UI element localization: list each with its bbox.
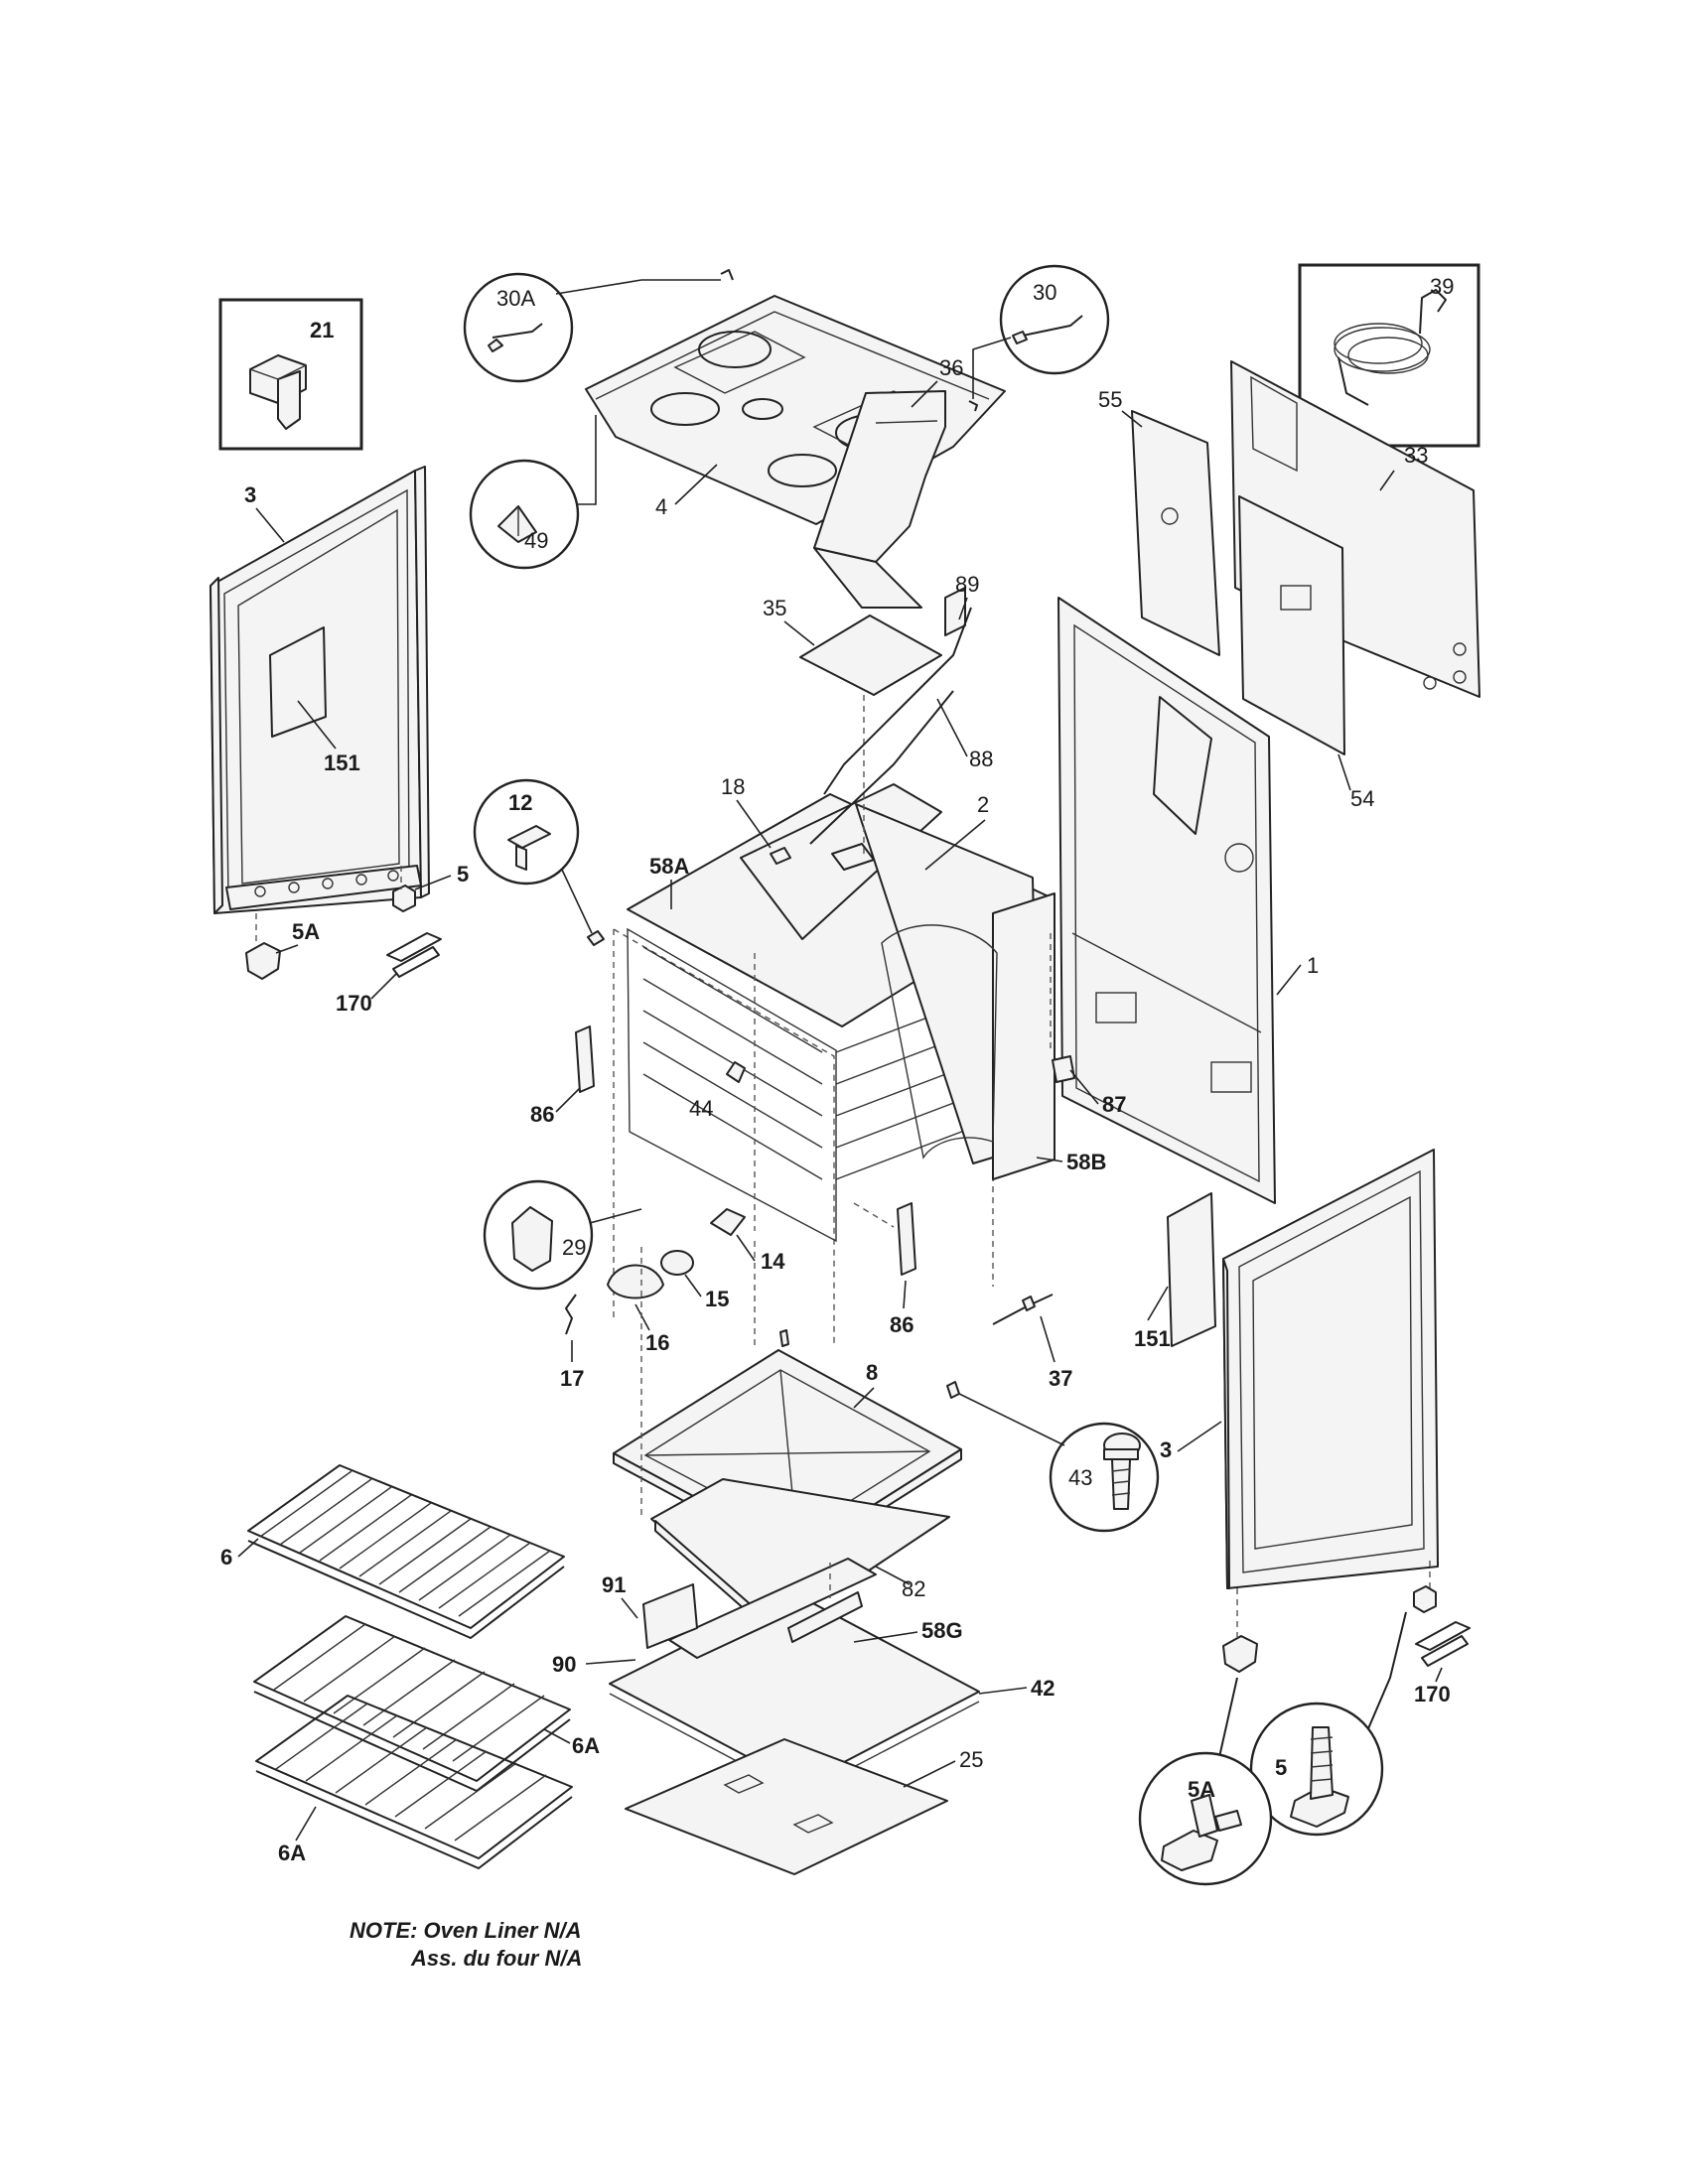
label-5A-callout: 5A [1188,1777,1215,1802]
label-151-right: 151 [1134,1326,1171,1351]
label-25: 25 [959,1747,983,1772]
label-1: 1 [1307,953,1319,978]
part-oven-rack-6: 6 [220,1464,565,1639]
note-block: NOTE: Oven Liner N/A Ass. du four N/A [350,1918,582,1971]
label-4: 4 [655,494,667,519]
label-18: 18 [721,774,745,799]
part-cover-25: 25 [625,1738,983,1875]
label-3-left: 3 [244,482,256,507]
label-33: 33 [1404,443,1428,468]
label-30A: 30A [496,286,535,311]
callout-5: 5 [1249,1702,1384,1837]
callout-43: 43 [946,1381,1160,1533]
part-hinge-right-set: 170 [1218,1585,1471,1758]
label-39: 39 [1430,274,1454,299]
label-30: 30 [1033,280,1056,305]
part-oven-body-58A: 58A 18 2 58B 44 [613,690,1106,1346]
part-box-21: 21 [218,298,363,451]
label-17: 17 [560,1366,584,1391]
callout-30A: 30A [463,269,734,383]
label-6A-bottom: 6A [278,1841,306,1865]
part-lamp-set: 14 15 16 17 [560,1208,785,1391]
part-oven-door-left-3: 3 151 [210,466,430,914]
label-54: 54 [1350,786,1374,811]
label-151-left: 151 [324,751,360,775]
label-58A: 58A [649,854,689,879]
label-2: 2 [977,792,989,817]
label-82: 82 [902,1576,925,1601]
label-42: 42 [1031,1676,1055,1701]
label-55: 55 [1098,387,1122,412]
label-58G: 58G [921,1618,963,1643]
label-12: 12 [508,790,532,815]
label-87: 87 [1102,1092,1126,1117]
label-91: 91 [602,1572,626,1597]
label-58B: 58B [1066,1150,1106,1174]
label-15: 15 [705,1287,729,1311]
label-21: 21 [310,318,334,342]
label-170-right: 170 [1414,1682,1451,1706]
label-170-left: 170 [336,991,372,1016]
label-8: 8 [866,1360,878,1385]
label-43: 43 [1068,1465,1092,1490]
label-3-right: 3 [1160,1437,1172,1462]
callout-29: 29 [483,1179,642,1291]
label-16: 16 [645,1330,669,1355]
callout-49: 49 [469,415,597,570]
label-5-left: 5 [457,862,469,887]
label-90: 90 [552,1652,576,1677]
label-89: 89 [955,572,979,597]
part-oven-rack-6A-top: 6A [253,1615,600,1792]
part-pan-42: 91 90 58G 42 [552,1558,1055,1796]
part-wire-37: 37 [992,1294,1072,1391]
note-line-1: NOTE: Oven Liner N/A [350,1918,581,1943]
label-86-left: 86 [530,1102,554,1127]
label-88: 88 [969,747,993,771]
callout-12: 12 [473,778,605,946]
label-49: 49 [524,528,548,553]
part-shield-54: 54 [1238,495,1374,811]
part-oven-door-right-3: 151 3 [1134,1149,1439,1589]
label-6: 6 [220,1545,232,1570]
part-shield-55: 55 [1098,387,1220,656]
note-line-2: Ass. du four N/A [410,1946,582,1971]
part-back-panel-1: 1 87 [1052,597,1319,1204]
label-37: 37 [1049,1366,1072,1391]
label-44: 44 [689,1096,713,1121]
assembly-guides [640,933,1052,1598]
callout-5A: 5A [1138,1751,1273,1886]
label-5-callout: 5 [1275,1755,1287,1780]
callout-30: 30 [968,264,1110,412]
label-14: 14 [761,1249,785,1274]
part-vent-duct-36: 36 35 89 88 [763,355,993,795]
part-bracket-86: 86 86 [530,1025,916,1337]
part-oven-rack-6A-bottom: 6A [255,1695,573,1869]
label-5A-left: 5A [292,919,320,944]
label-86-right: 86 [890,1312,914,1337]
label-36: 36 [939,355,963,380]
label-35: 35 [763,596,786,620]
label-6A-top: 6A [572,1733,600,1758]
label-29: 29 [562,1235,586,1260]
part-hinge-left-set: 5 5A 170 [245,862,469,1016]
